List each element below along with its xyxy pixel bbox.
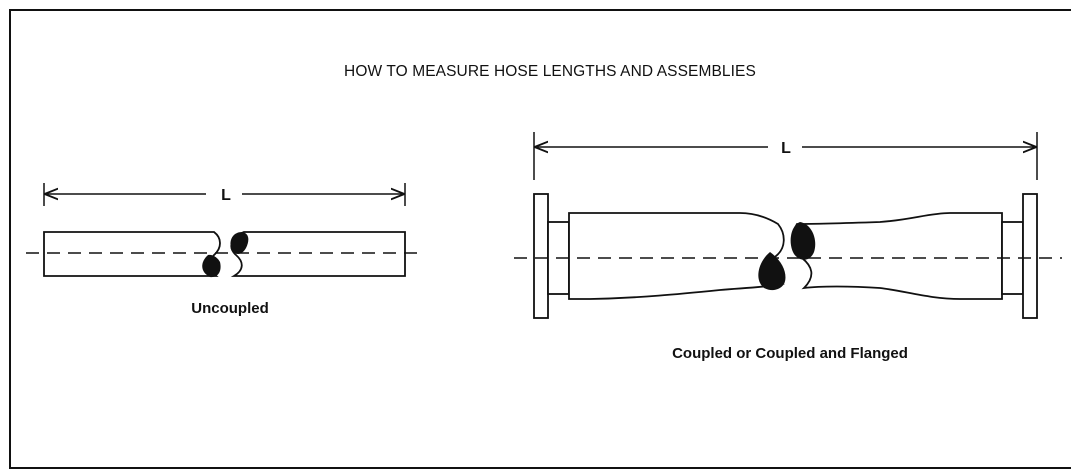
diagram-title: HOW TO MEASURE HOSE LENGTHS AND ASSEMBLI… bbox=[344, 63, 756, 80]
coupled-caption: Coupled or Coupled and Flanged bbox=[672, 345, 908, 362]
left-flange bbox=[533, 193, 549, 319]
coupled-hose-figure: L bbox=[514, 132, 1062, 319]
hose-diagram: L L bbox=[26, 132, 1062, 319]
coupled-hose-break-right bbox=[790, 222, 816, 260]
uncoupled-hose-figure: L bbox=[26, 183, 420, 278]
uncoupled-hose-left-section bbox=[43, 231, 221, 277]
uncoupled-hose-break-right bbox=[230, 232, 249, 254]
right-dimension-label: L bbox=[781, 140, 791, 157]
uncoupled-caption: Uncoupled bbox=[191, 300, 269, 317]
uncoupled-hose-break-left bbox=[202, 254, 221, 278]
coupled-hose-break-left bbox=[758, 252, 786, 291]
right-flange bbox=[1022, 193, 1038, 319]
left-dimension-label: L bbox=[221, 187, 231, 204]
coupled-hose-left-section bbox=[568, 212, 785, 300]
coupled-hose-right-section bbox=[791, 212, 1003, 300]
uncoupled-hose-right-section bbox=[230, 231, 406, 277]
